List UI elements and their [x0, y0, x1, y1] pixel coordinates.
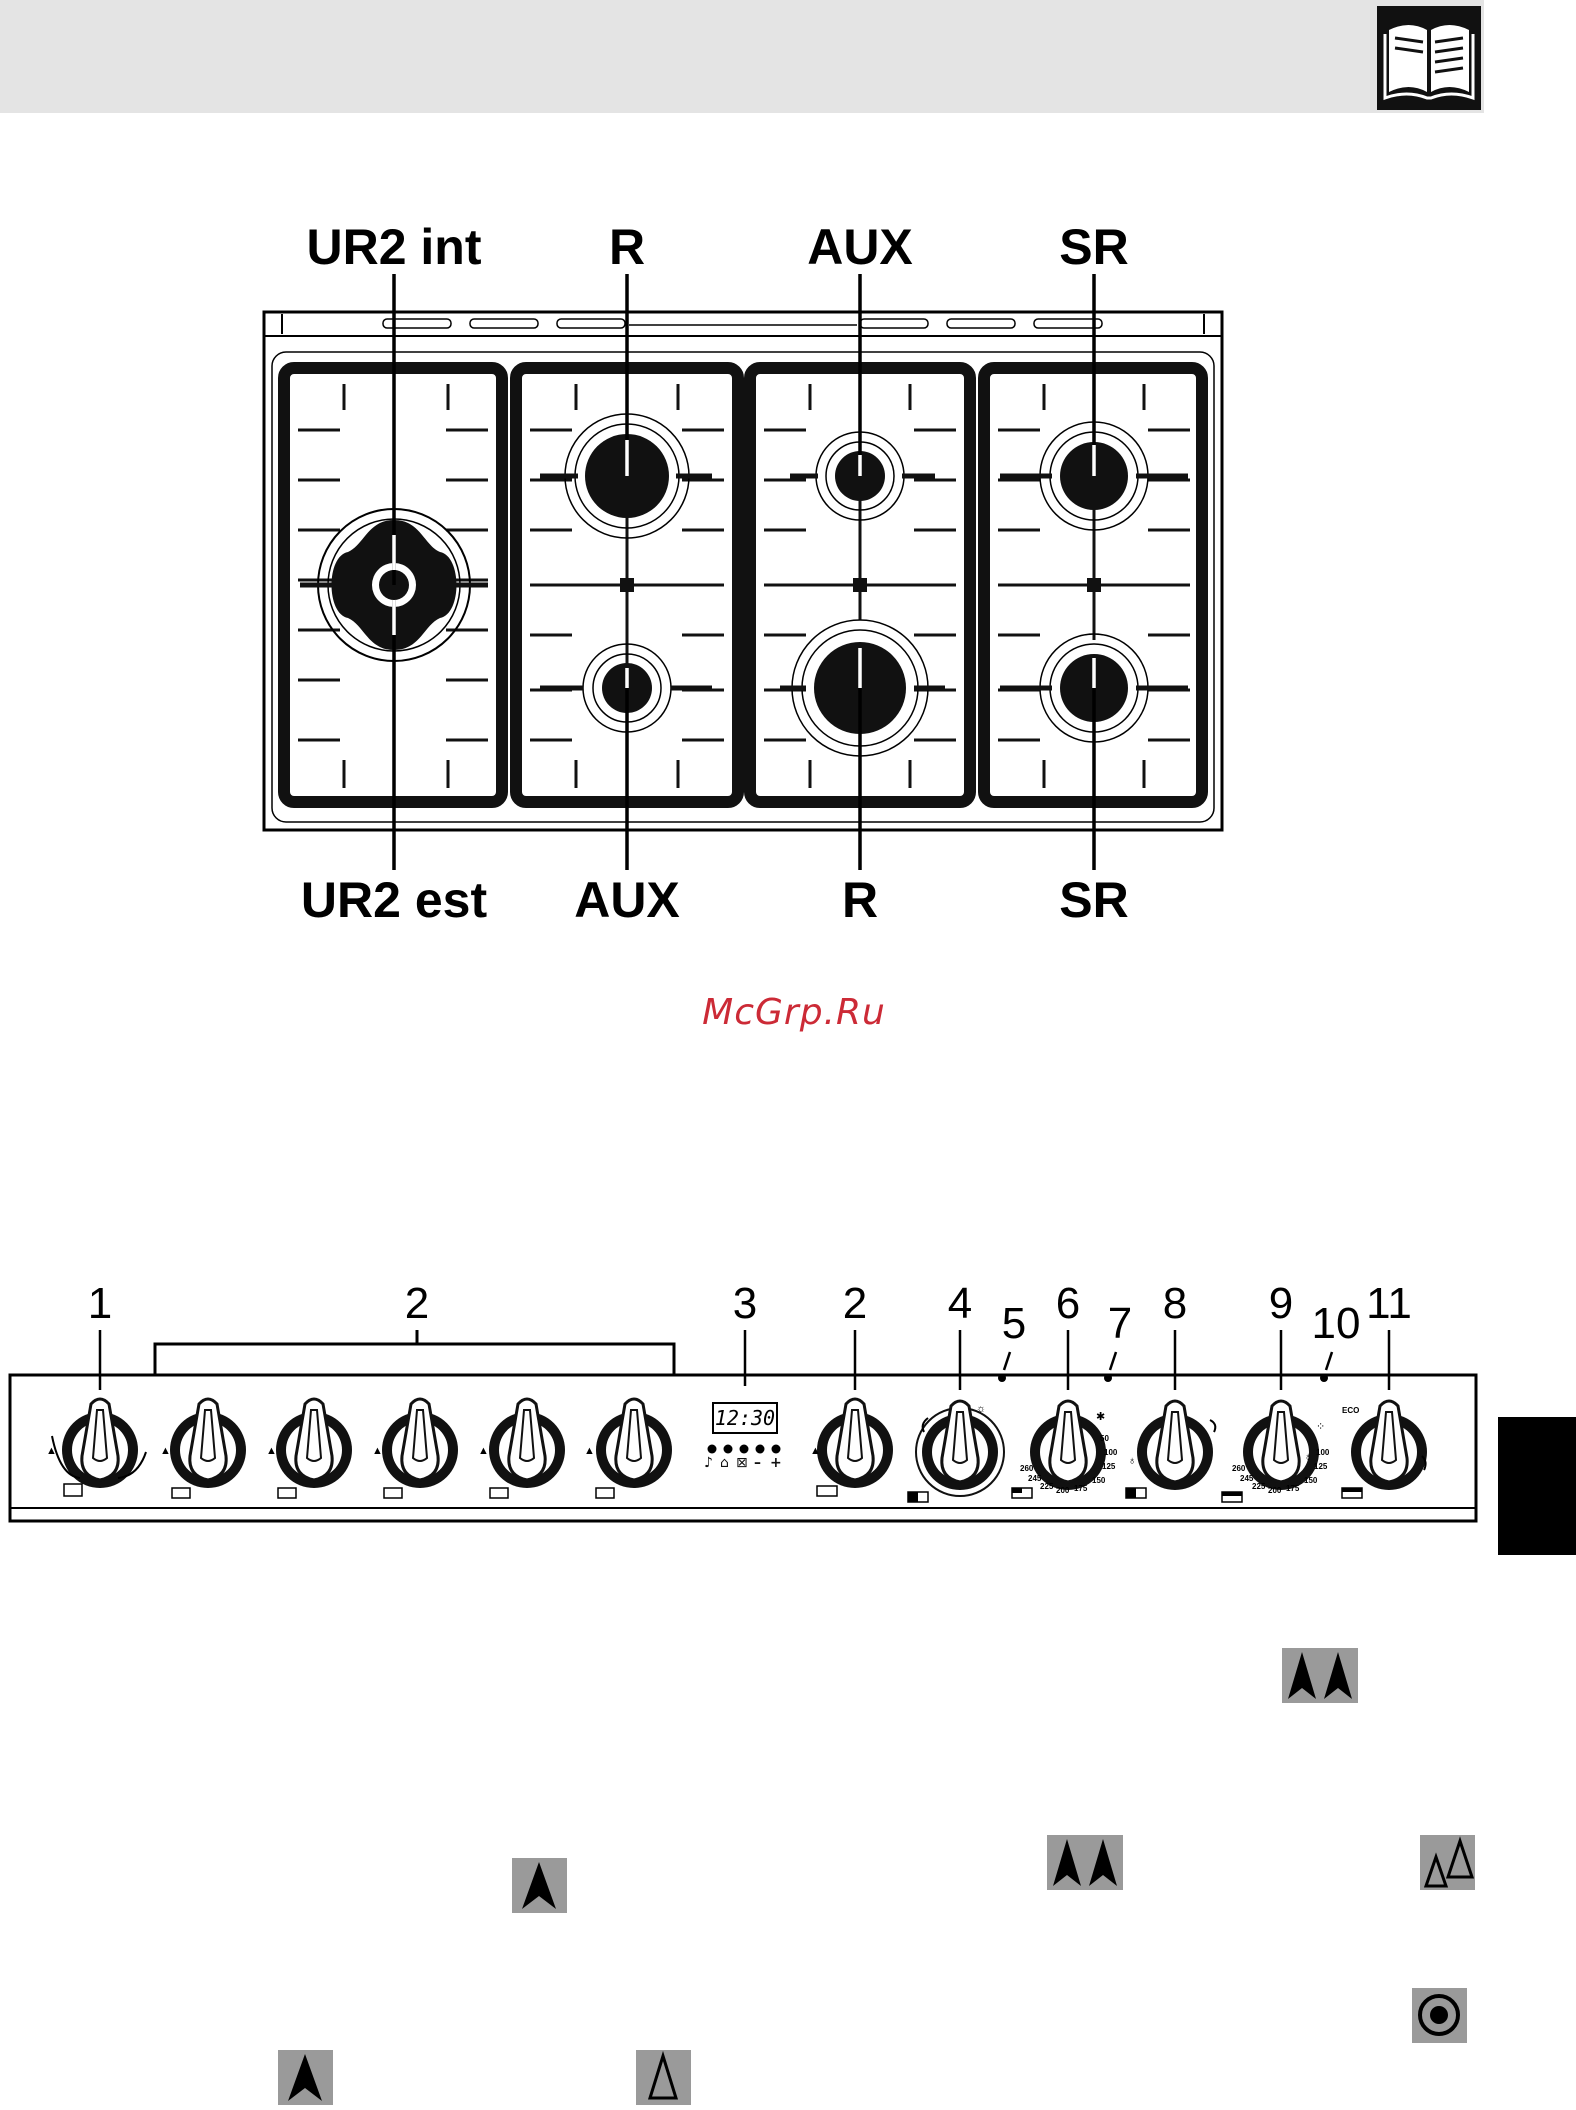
clock-buttons [707, 1442, 783, 1454]
clock-button-2 [724, 1445, 733, 1454]
callout-6: 6 [1056, 1282, 1080, 1326]
svg-text:▲: ▲ [584, 1445, 595, 1457]
flame-icon [512, 1858, 567, 1913]
dial6-100: 100 [1104, 1448, 1117, 1457]
svg-text:▲: ▲ [160, 1445, 171, 1457]
callout-4: 4 [948, 1282, 972, 1326]
knob-8 [1137, 1401, 1213, 1490]
double-flame-icon [1282, 1648, 1358, 1703]
knob-2e [596, 1399, 672, 1488]
dial6-260: 260 [1020, 1464, 1033, 1473]
hob-diagram [0, 0, 1576, 1000]
callout-2: 2 [405, 1282, 429, 1326]
clock-button-1 [708, 1445, 717, 1454]
svg-text:▲: ▲ [266, 1445, 277, 1457]
knob-2f [817, 1399, 893, 1488]
dial9-150: 150 [1304, 1476, 1317, 1485]
dial6-125: 125 [1102, 1462, 1115, 1471]
plus-label: + [770, 1454, 782, 1472]
dial9-100: 100 [1316, 1448, 1329, 1457]
callout-7: 7 [1108, 1302, 1132, 1346]
knob-4 [922, 1401, 998, 1490]
svg-text:▲: ▲ [810, 1445, 821, 1457]
dial6-175: 175 [1074, 1484, 1087, 1493]
knob-2b [276, 1399, 352, 1488]
knob-2d [489, 1399, 565, 1488]
callout-1: 1 [88, 1282, 112, 1326]
dial9-125: 125 [1314, 1462, 1327, 1471]
dial9-175: 175 [1286, 1484, 1299, 1493]
callout-2b: 2 [843, 1282, 867, 1326]
knob-11 [1351, 1401, 1427, 1490]
dial6-225: 225 [1040, 1482, 1053, 1491]
knob-2c [382, 1399, 458, 1488]
callout-10: 10 [1312, 1302, 1361, 1346]
pot-icon: ⌂ [720, 1454, 729, 1472]
clock-button-3 [740, 1445, 749, 1454]
svg-text:▲: ▲ [46, 1445, 57, 1457]
clock-button-4 [756, 1445, 765, 1454]
thermostat-dial-9: 260 245 225 200 175 150 125 100 [1230, 1424, 1330, 1498]
callout-8: 8 [1163, 1282, 1187, 1326]
knob-1 [62, 1399, 138, 1488]
clock-button-5 [772, 1445, 781, 1454]
dial9-200: 200 [1268, 1486, 1281, 1495]
knob-2a [170, 1399, 246, 1488]
callout-5: 5 [1002, 1302, 1026, 1346]
svg-text:♁: ♁ [1128, 1455, 1136, 1467]
svg-text:✱: ✱ [1096, 1411, 1105, 1423]
bell-icon: ♪ [704, 1454, 713, 1472]
double-flame-icon-2 [1047, 1835, 1123, 1890]
clock-display: 12:30 [712, 1402, 778, 1434]
callout-9: 9 [1269, 1282, 1293, 1326]
thermostat-dial-6: 260 245 225 200 175 150 125 100 50 [1018, 1424, 1118, 1498]
eco-label: ECO [1342, 1406, 1359, 1415]
watermark: McGrp.Ru [702, 992, 886, 1033]
dial6-50: 50 [1100, 1434, 1109, 1443]
dial9-225: 225 [1252, 1482, 1265, 1491]
callout-11: 11 [1366, 1282, 1412, 1326]
flame-icon-2 [278, 2050, 333, 2105]
flame-outline-icon [636, 2050, 691, 2105]
dial9-260: 260 [1232, 1464, 1245, 1473]
end-icon: ⊠ [736, 1454, 748, 1472]
dial6-200: 200 [1056, 1486, 1069, 1495]
section-tab [1498, 1417, 1576, 1555]
clock-time: 12:30 [715, 1406, 775, 1430]
svg-text:▲: ▲ [372, 1445, 383, 1457]
small-large-flame-icon [1420, 1835, 1475, 1890]
minus-label: – [754, 1454, 761, 1472]
clock-labels: ♪ ⌂ ⊠ – + [704, 1454, 786, 1472]
callout-3: 3 [733, 1282, 757, 1326]
svg-text:▲: ▲ [478, 1445, 489, 1457]
dial6-150: 150 [1092, 1476, 1105, 1485]
svg-text:☼: ☼ [976, 1403, 986, 1415]
hotplate-icon [1412, 1988, 1467, 2043]
